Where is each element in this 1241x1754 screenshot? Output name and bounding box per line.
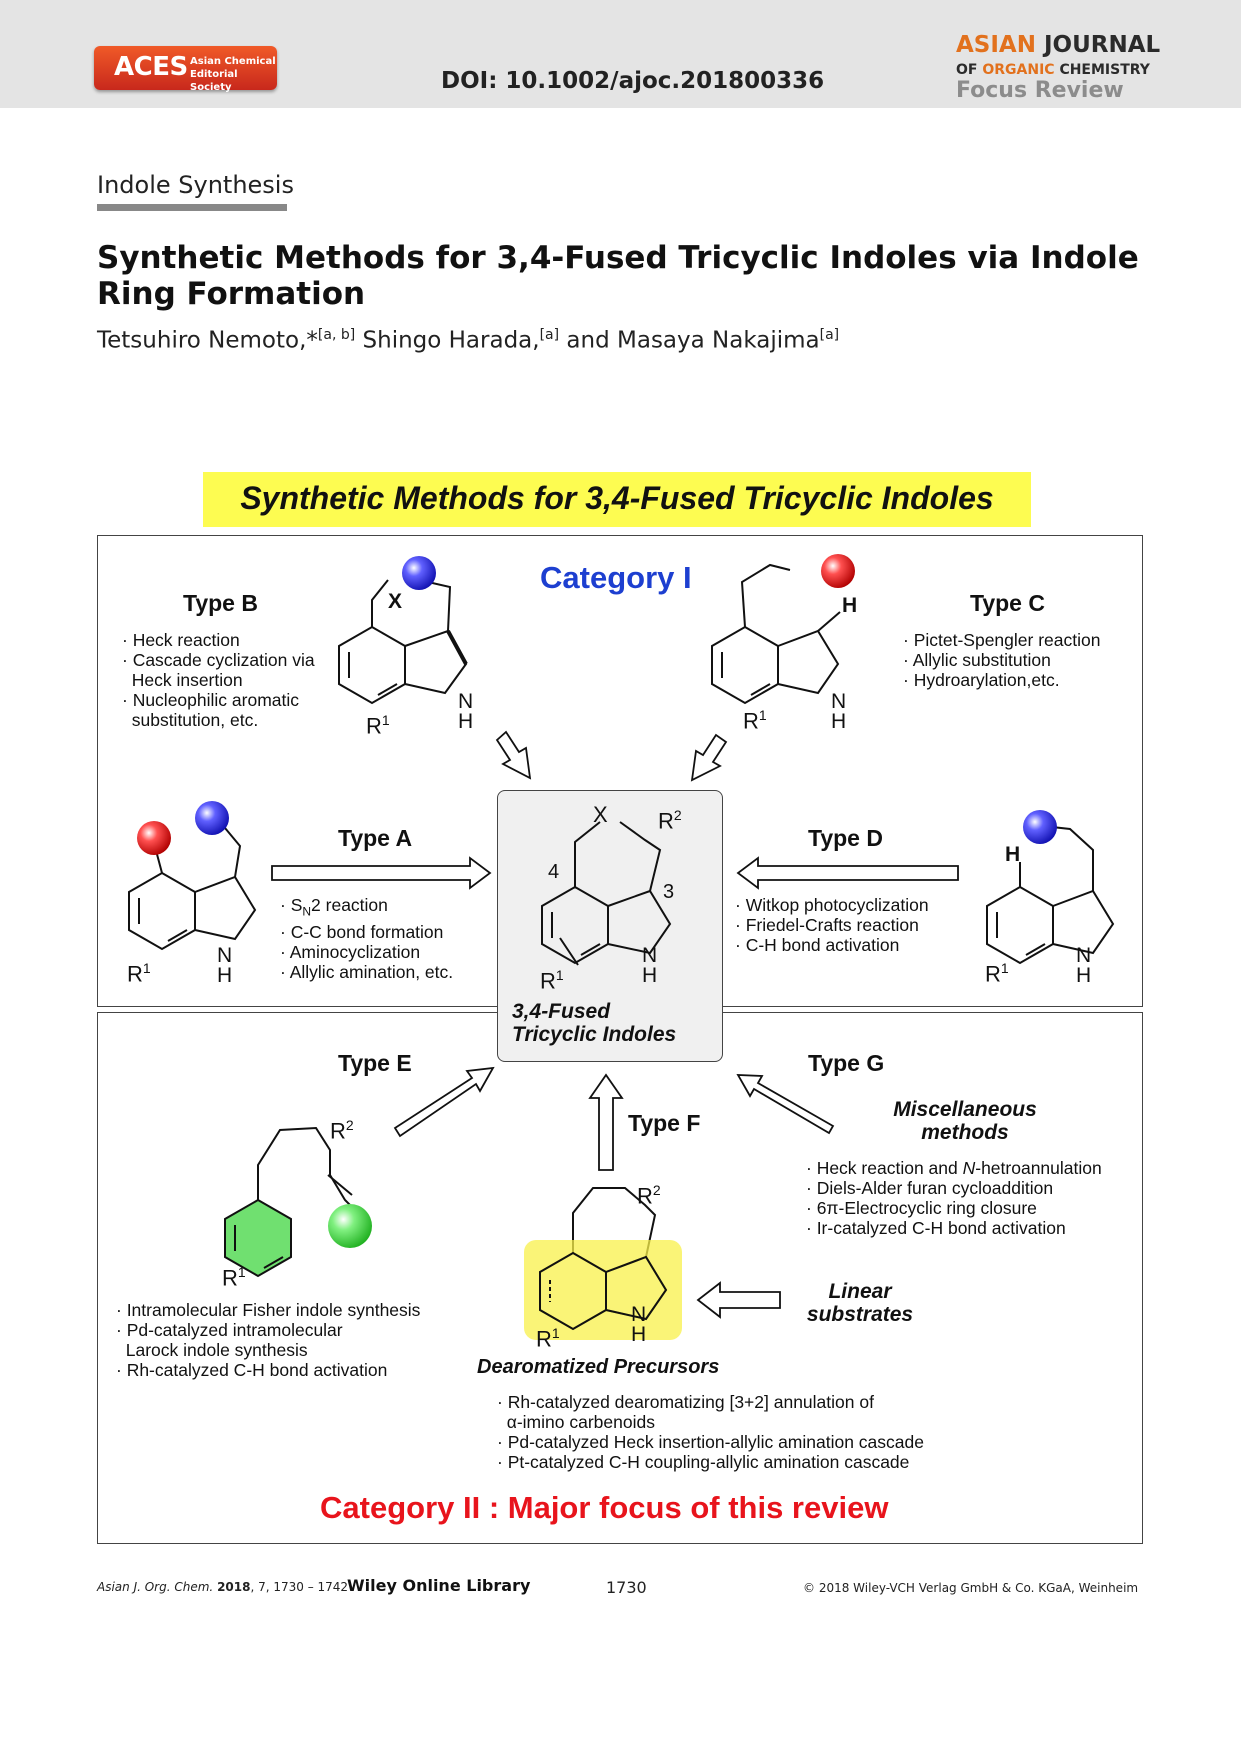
author-affiliation: [a] (819, 327, 840, 343)
atom-r2: R2 (330, 1117, 354, 1144)
author-affiliation: [a, b] (317, 327, 356, 343)
category-1-label: Category I (540, 560, 692, 595)
ball-blue (195, 801, 229, 835)
center-product-box (497, 790, 723, 1062)
atom-x: X (593, 802, 608, 827)
type-g-list: · Heck reaction and N-hetroannulation· D… (806, 1158, 1102, 1238)
ball-red (137, 821, 171, 855)
arrow-type-e (393, 1066, 495, 1138)
atom-r1: R1 (536, 1325, 560, 1352)
article-title: Synthetic Methods for 3,4-Fused Tricycli… (97, 240, 1139, 312)
footer-citation: Asian J. Org. Chem. 2018, 7, 1730 – 1742 (97, 1580, 349, 1594)
journal-logo-line2: OF ORGANIC CHEMISTRY (956, 62, 1150, 78)
ball-blue (402, 556, 436, 590)
section-heading: Indole Synthesis (97, 171, 294, 199)
arrow-type-a (271, 856, 492, 890)
atom-r1: R1 (127, 960, 151, 987)
ball-green (328, 1204, 372, 1248)
atom-h: H (1005, 843, 1021, 866)
type-c-label: Type C (970, 590, 1045, 616)
footer-copyright: © 2018 Wiley-VCH Verlag GmbH & Co. KGaA,… (803, 1581, 1139, 1595)
atom-r1: R1 (366, 712, 390, 739)
position-3: 3 (663, 881, 675, 903)
author-affiliation: [a] (539, 327, 560, 343)
type-e-label: Type E (338, 1050, 412, 1076)
arrow-type-c (690, 733, 728, 782)
type-b-structure (338, 576, 468, 705)
atom-r1: R1 (985, 960, 1009, 987)
atom-r1: R1 (540, 967, 564, 994)
type-c-list: · Pictet-Spengler reaction· Allylic subs… (903, 630, 1101, 690)
section-underline (97, 204, 287, 211)
type-e-list: · Intramolecular Fisher indole synthesis… (116, 1300, 421, 1380)
dearomatized-highlight (524, 1240, 682, 1340)
type-f-label: Type F (628, 1110, 701, 1136)
type-c-structure (711, 563, 841, 705)
type-d-structure (986, 826, 1115, 965)
type-d-label: Type D (808, 825, 883, 851)
type-e-structure (224, 1126, 361, 1278)
arrow-type-b (495, 730, 532, 780)
type-b-label: Type B (183, 590, 258, 616)
atom-r1: R1 (743, 707, 767, 734)
journal-logo-line1: ASIAN JOURNAL (956, 32, 1161, 58)
type-a-list: · SN2 reaction· C-C bond formation· Amin… (280, 895, 454, 982)
figure-banner-text: Synthetic Methods for 3,4-Fused Tricycli… (240, 480, 994, 516)
page-number: 1730 (606, 1578, 647, 1597)
author-list: Tetsuhiro Nemoto,*[a, b] Shingo Harada,[… (97, 327, 839, 354)
arrow-type-g (736, 1074, 835, 1135)
type-a-label: Type A (338, 825, 413, 851)
type-f-list: · Rh-catalyzed dearomatizing [3+2] annul… (497, 1392, 924, 1472)
atom-r2: R2 (658, 807, 682, 834)
author-name: Shingo Harada, (355, 327, 540, 354)
position-4: 4 (548, 861, 560, 883)
type-b-list: · Heck reaction· Cascade cyclization via… (122, 630, 315, 730)
atom-x: X (388, 590, 403, 613)
type-g-label: Type G (808, 1050, 885, 1076)
category-2-label: Category II : Major focus of this review (320, 1490, 889, 1525)
ball-red (821, 554, 855, 588)
doi: DOI: 10.1002/ajoc.201800336 (441, 68, 825, 94)
type-d-list: · Witkop photocyclization· Friedel-Craft… (735, 895, 929, 955)
atom-r2: R2 (637, 1182, 661, 1209)
aces-logo-text: ACES (114, 52, 188, 82)
figure-banner (203, 472, 1031, 527)
arrow-type-f (588, 1073, 624, 1171)
center-structure (541, 821, 672, 966)
atom-h: H (842, 594, 858, 617)
journal-logo-line3: Focus Review (956, 78, 1124, 103)
author-name: Tetsuhiro Nemoto,* (97, 327, 318, 354)
footer-wiley-link[interactable]: Wiley Online Library (347, 1576, 531, 1595)
arrow-linear (696, 1281, 781, 1319)
ball-blue (1023, 810, 1057, 844)
atom-r1: R1 (222, 1264, 246, 1291)
author-name: and Masaya Nakajima (559, 327, 820, 354)
type-f-caption: Dearomatized Precursors (477, 1356, 720, 1378)
arrow-type-d (736, 856, 959, 890)
